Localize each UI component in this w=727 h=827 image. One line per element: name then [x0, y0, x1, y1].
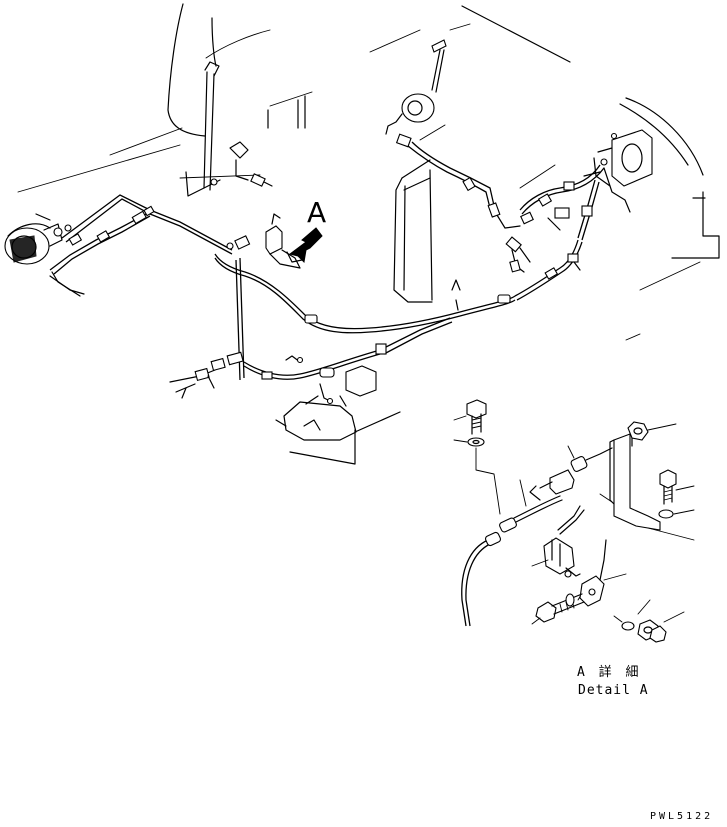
nut-lower-part [613, 599, 685, 643]
main-wiring-harness [49, 141, 631, 381]
nut-part [627, 421, 677, 441]
bolt-part [453, 399, 487, 435]
connectors-and-clamps [64, 39, 653, 465]
bolt-right-part [659, 469, 695, 505]
detail-title-en: Detail A [578, 683, 649, 698]
drawing-code: PWL5122 [650, 811, 713, 822]
detail-a-view [453, 399, 695, 643]
washer-part [453, 437, 485, 447]
callout-arrow-icon [288, 227, 323, 264]
washer-lower-part [565, 593, 575, 607]
washer-right-part [658, 509, 674, 519]
plate-part [579, 539, 627, 607]
bolt-lower-part [531, 593, 585, 625]
bracket-part [599, 429, 695, 541]
callout-letter: A [307, 196, 326, 229]
alternator [4, 213, 63, 265]
detail-title-jp: A 詳 細 [577, 664, 641, 680]
detail-a-callout: A [286, 196, 326, 264]
machine-body-outline [17, 3, 720, 341]
